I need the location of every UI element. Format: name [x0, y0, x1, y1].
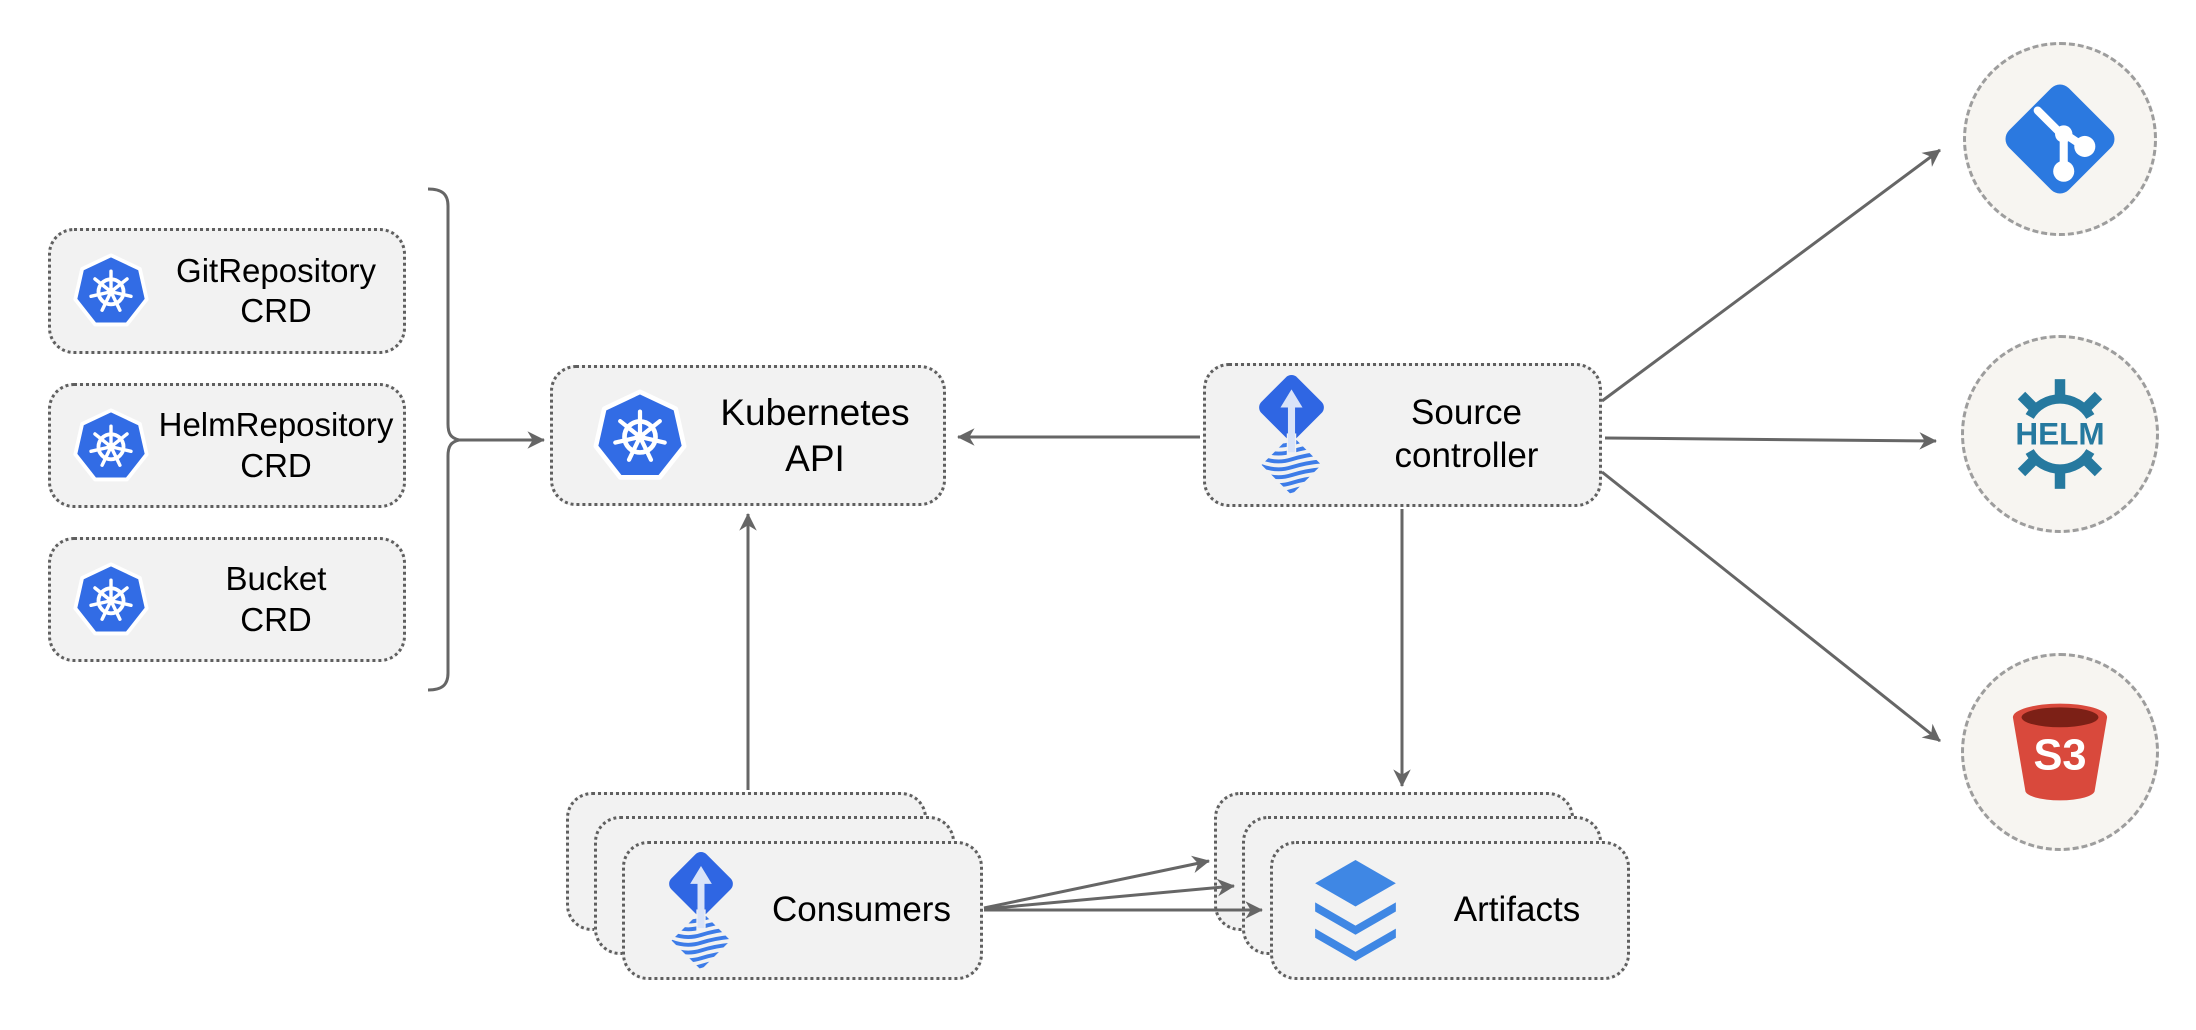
layers-icon: [1303, 852, 1407, 970]
source-title: Source: [1411, 393, 1522, 433]
node-helm: HELM: [1961, 335, 2159, 533]
node-label: Source controller: [1334, 392, 1599, 477]
node-artifacts: Artifacts: [1270, 841, 1630, 980]
kubernetes-icon: [73, 561, 149, 639]
node-label: Bucket CRD: [149, 559, 403, 640]
crd-subtitle: CRD: [240, 600, 312, 638]
crd-group-bracket: [427, 187, 460, 692]
node-label: Consumers: [772, 890, 951, 930]
edge-source-to-git: [1601, 148, 1941, 403]
crd-title: GitRepository: [176, 251, 376, 289]
node-label: Artifacts: [1453, 890, 1581, 930]
crd-title: HelmRepository: [158, 406, 394, 444]
edge-source-to-helm: [1604, 432, 1937, 450]
source-subtitle: controller: [1394, 436, 1539, 475]
node-consumers: Consumers: [622, 841, 983, 980]
kubernetes-icon: [593, 388, 687, 484]
crd-subtitle: CRD: [240, 292, 312, 329]
s3-text: S3: [2033, 731, 2086, 779]
node-label: Kubernetes API: [720, 392, 910, 479]
edge-consumers-to-artifacts-back: [983, 855, 1210, 910]
helm-icon: HELM: [2015, 364, 2105, 504]
flux-icon: [659, 849, 743, 973]
flux-icon: [1248, 372, 1334, 498]
kubernetes-icon: [73, 252, 149, 330]
node-git: [1963, 42, 2157, 236]
crd-subtitle: CRD: [240, 446, 312, 484]
node-bucket-crd: Bucket CRD: [48, 537, 406, 662]
git-icon: [1998, 77, 2122, 201]
kubernetes-icon: [73, 407, 149, 485]
s3-bucket-icon: S3: [2012, 703, 2108, 801]
node-helmrepository-crd: HelmRepository CRD: [48, 383, 406, 508]
node-s3: S3: [1961, 653, 2159, 851]
node-label: HelmRepository CRD: [149, 405, 403, 486]
crd-title: Bucket: [225, 560, 327, 598]
helm-text: HELM: [2015, 416, 2104, 452]
edge-consumers-to-artifacts-middle: [983, 878, 1235, 911]
node-gitrepository-crd: GitRepository CRD: [48, 228, 406, 354]
node-label: GitRepository CRD: [149, 251, 403, 332]
edge-source-to-s3: [1601, 470, 1941, 743]
node-kubernetes-api: Kubernetes API: [550, 365, 946, 506]
node-source-controller: Source controller: [1203, 363, 1602, 507]
